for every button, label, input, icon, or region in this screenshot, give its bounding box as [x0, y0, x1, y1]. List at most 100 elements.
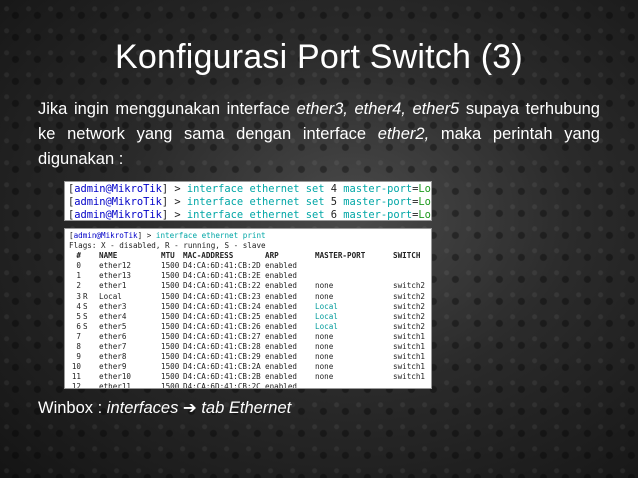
cell-sw: switch2 [393, 281, 426, 291]
cell-mtu: 1500 [161, 301, 180, 311]
intro-text-1: Jika ingin menggunakan interface [38, 100, 297, 118]
command-val: Local [418, 196, 431, 208]
cell-mac: D4:CA:6D:41:CB:27 [183, 331, 261, 341]
cell-num: 10 [71, 362, 81, 372]
cell-num: 5 [76, 311, 81, 321]
command-cmd: interface ethernet set [186, 209, 331, 221]
cell-sw: switch1 [393, 372, 426, 382]
command-cmd: interface ethernet set [186, 196, 331, 208]
cell-mtu: 1500 [161, 291, 180, 301]
cell-mp: none [315, 362, 334, 372]
cell-mtu: 1500 [161, 342, 180, 352]
cell-sw: switch1 [393, 362, 426, 372]
cell-arp: enabled [265, 331, 298, 341]
cell-num: 11 [71, 372, 81, 382]
cell-mtu: 1500 [161, 311, 180, 321]
cell-mac: D4:CA:6D:41:CB:2B [183, 372, 261, 382]
cell-arp: enabled [265, 362, 298, 372]
winbox-tab: tab Ethernet [196, 399, 292, 417]
command-eq: = [412, 183, 419, 195]
cell-name: ether1 [99, 281, 127, 291]
slide-title: Konfigurasi Port Switch (3) [115, 38, 523, 76]
cell-mac: D4:CA:6D:41:CB:2E [183, 271, 261, 281]
cell-num: 6 [76, 321, 81, 331]
command-num: 4 [330, 183, 338, 195]
command-val: Local [418, 209, 431, 221]
cell-name: ether11 [99, 382, 132, 389]
cell-mp: none [315, 372, 334, 382]
cell-sw: switch1 [393, 331, 426, 341]
cell-sw: switch2 [393, 301, 426, 311]
cell-mac: D4:CA:6D:41:CB:29 [183, 352, 261, 362]
command-opt: master-port [337, 209, 413, 221]
command-line: [admin@MikroTik] > interface ethernet se… [65, 196, 431, 209]
cell-mp: Local [315, 311, 338, 321]
cell-name: ether6 [99, 331, 127, 341]
intro-text-2: supaya terhubung ke network yang sama de… [38, 100, 600, 143]
cell-sw: switch1 [393, 342, 426, 352]
cell-num: 4 [76, 301, 81, 311]
command-prompt-close: ] > [161, 196, 187, 208]
cell-arp: enabled [265, 311, 298, 321]
cell-mtu: 1500 [161, 331, 180, 341]
header-num: # [76, 251, 81, 261]
cell-mtu: 1500 [161, 382, 180, 389]
cell-mp: none [315, 331, 334, 341]
cell-name: ether4 [99, 311, 127, 321]
intro-iface2: ether2, [377, 125, 430, 143]
command-prompt-open: [ [68, 183, 75, 195]
cell-sw: switch1 [393, 352, 426, 362]
header-mtu: MTU [161, 251, 175, 261]
cell-arp: enabled [265, 291, 298, 301]
cell-num: 0 [76, 261, 81, 271]
header-name: NAME [99, 251, 118, 261]
prompt-close: ] > [137, 231, 156, 240]
header-mac: MAC-ADDRESS [183, 251, 234, 261]
cell-arp: enabled [265, 281, 298, 291]
command-opt: master-port [337, 183, 413, 195]
cell-mac: D4:CA:6D:41:CB:26 [183, 321, 261, 331]
cell-mtu: 1500 [161, 352, 180, 362]
header-arp: ARP [265, 251, 279, 261]
cell-num: 8 [76, 342, 81, 352]
cell-arp: enabled [265, 301, 298, 311]
cell-mac: D4:CA:6D:41:CB:2C [183, 382, 261, 389]
cell-arp: enabled [265, 321, 298, 331]
cell-mtu: 1500 [161, 271, 180, 281]
cell-mp: Local [315, 321, 338, 331]
command-prompt-close: ] > [161, 209, 187, 221]
cell-flag: S [83, 311, 88, 321]
cell-name: ether5 [99, 321, 127, 331]
cell-sw: switch2 [393, 311, 426, 321]
header-master-port: MASTER-PORT [315, 251, 366, 261]
prompt-user: admin@MikroTik [73, 231, 138, 240]
prompt-open: [ [69, 231, 74, 240]
command-eq: = [412, 196, 419, 208]
cell-num: 2 [76, 281, 81, 291]
cell-mac: D4:CA:6D:41:CB:2D [183, 261, 261, 271]
cell-name: Local [99, 291, 122, 301]
cell-num: 9 [76, 352, 81, 362]
terminal-commands: [admin@MikroTik] > interface ethernet se… [64, 181, 432, 221]
cell-name: ether8 [99, 352, 127, 362]
cell-mac: D4:CA:6D:41:CB:22 [183, 281, 261, 291]
cell-mtu: 1500 [161, 362, 180, 372]
cell-arp: enabled [265, 342, 298, 352]
winbox-interfaces: interfaces [106, 399, 179, 417]
cell-mp: none [315, 291, 334, 301]
command-user: admin@MikroTik [74, 196, 162, 208]
print-command: interface ethernet print [155, 231, 266, 240]
cell-num: 12 [71, 382, 81, 389]
intro-text-3: maka perintah yang digunakan : [38, 125, 600, 168]
